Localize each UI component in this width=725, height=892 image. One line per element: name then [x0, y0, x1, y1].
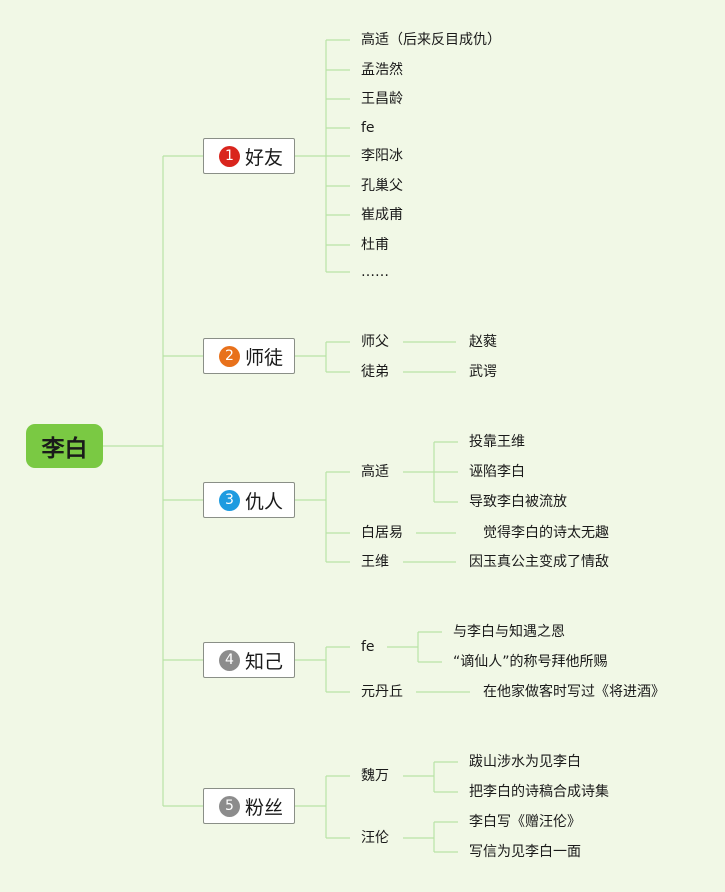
- friend-node[interactable]: 崔成甫: [361, 207, 403, 223]
- friend-node[interactable]: 高适（后来反目成仇）: [361, 32, 501, 48]
- mentor-teacher[interactable]: 师父: [361, 334, 389, 350]
- root-label: 李白: [41, 436, 88, 462]
- enemy-gaoshi[interactable]: 高适: [361, 464, 389, 480]
- enemy-gaoshi-detail[interactable]: 诬陷李白: [469, 464, 525, 480]
- category-friends[interactable]: 1 好友: [203, 138, 295, 174]
- confidant-yuandanqiu[interactable]: 元丹丘: [361, 684, 403, 700]
- number-badge-2: 2: [219, 345, 240, 367]
- friend-node[interactable]: 杜甫: [361, 237, 389, 253]
- category-label: 粉丝: [245, 796, 284, 819]
- enemy-wangwei-detail[interactable]: 因玉真公主变成了情敌: [469, 554, 609, 570]
- fan-wanglun-detail[interactable]: 写信为见李白一面: [469, 844, 581, 860]
- fan-wanglun[interactable]: 汪伦: [361, 830, 389, 846]
- category-enemies[interactable]: 3 仇人: [203, 482, 295, 518]
- enemy-gaoshi-detail[interactable]: 导致李白被流放: [469, 494, 567, 510]
- friend-node[interactable]: 李阳冰: [361, 148, 403, 164]
- fan-weiwan[interactable]: 魏万: [361, 768, 389, 784]
- number-badge-5: 5: [219, 795, 240, 817]
- category-label: 师徒: [245, 346, 284, 369]
- mentor-teacher-name[interactable]: 赵蕤: [469, 334, 497, 350]
- confidant-fe-detail[interactable]: 与李白与知遇之恩: [453, 624, 565, 640]
- confidant-fe[interactable]: fe: [361, 639, 375, 655]
- friend-node[interactable]: fe: [361, 120, 375, 136]
- enemy-gaoshi-detail[interactable]: 投靠王维: [469, 434, 525, 450]
- fan-weiwan-detail[interactable]: 跋山涉水为见李白: [469, 754, 581, 770]
- category-label: 知己: [245, 650, 284, 673]
- number-badge-3: 3: [219, 489, 240, 511]
- confidant-yuandanqiu-detail[interactable]: 在他家做客时写过《将进酒》: [483, 684, 665, 700]
- friend-node[interactable]: 孟浩然: [361, 62, 403, 78]
- fan-wanglun-detail[interactable]: 李白写《赠汪伦》: [469, 814, 581, 830]
- category-fans[interactable]: 5 粉丝: [203, 788, 295, 824]
- friend-node[interactable]: 孔巢父: [361, 178, 403, 194]
- number-badge-4: 4: [219, 649, 240, 671]
- enemy-wangwei[interactable]: 王维: [361, 554, 389, 570]
- root-node[interactable]: 李白: [26, 424, 103, 468]
- category-confidants[interactable]: 4 知己: [203, 642, 295, 678]
- fan-weiwan-detail[interactable]: 把李白的诗稿合成诗集: [469, 784, 609, 800]
- confidant-fe-detail[interactable]: “谪仙人”的称号拜他所赐: [453, 654, 608, 670]
- mentor-student[interactable]: 徒弟: [361, 364, 389, 380]
- friend-node-ellipsis[interactable]: ……: [361, 264, 389, 280]
- enemy-baijuyi[interactable]: 白居易: [361, 525, 403, 541]
- category-mentor[interactable]: 2 师徒: [203, 338, 295, 374]
- friend-node[interactable]: 王昌龄: [361, 91, 403, 107]
- category-label: 仇人: [245, 490, 284, 513]
- mentor-student-name[interactable]: 武谔: [469, 364, 497, 380]
- category-label: 好友: [245, 146, 284, 169]
- number-badge-1: 1: [219, 145, 240, 167]
- enemy-baijuyi-detail[interactable]: 觉得李白的诗太无趣: [483, 525, 609, 541]
